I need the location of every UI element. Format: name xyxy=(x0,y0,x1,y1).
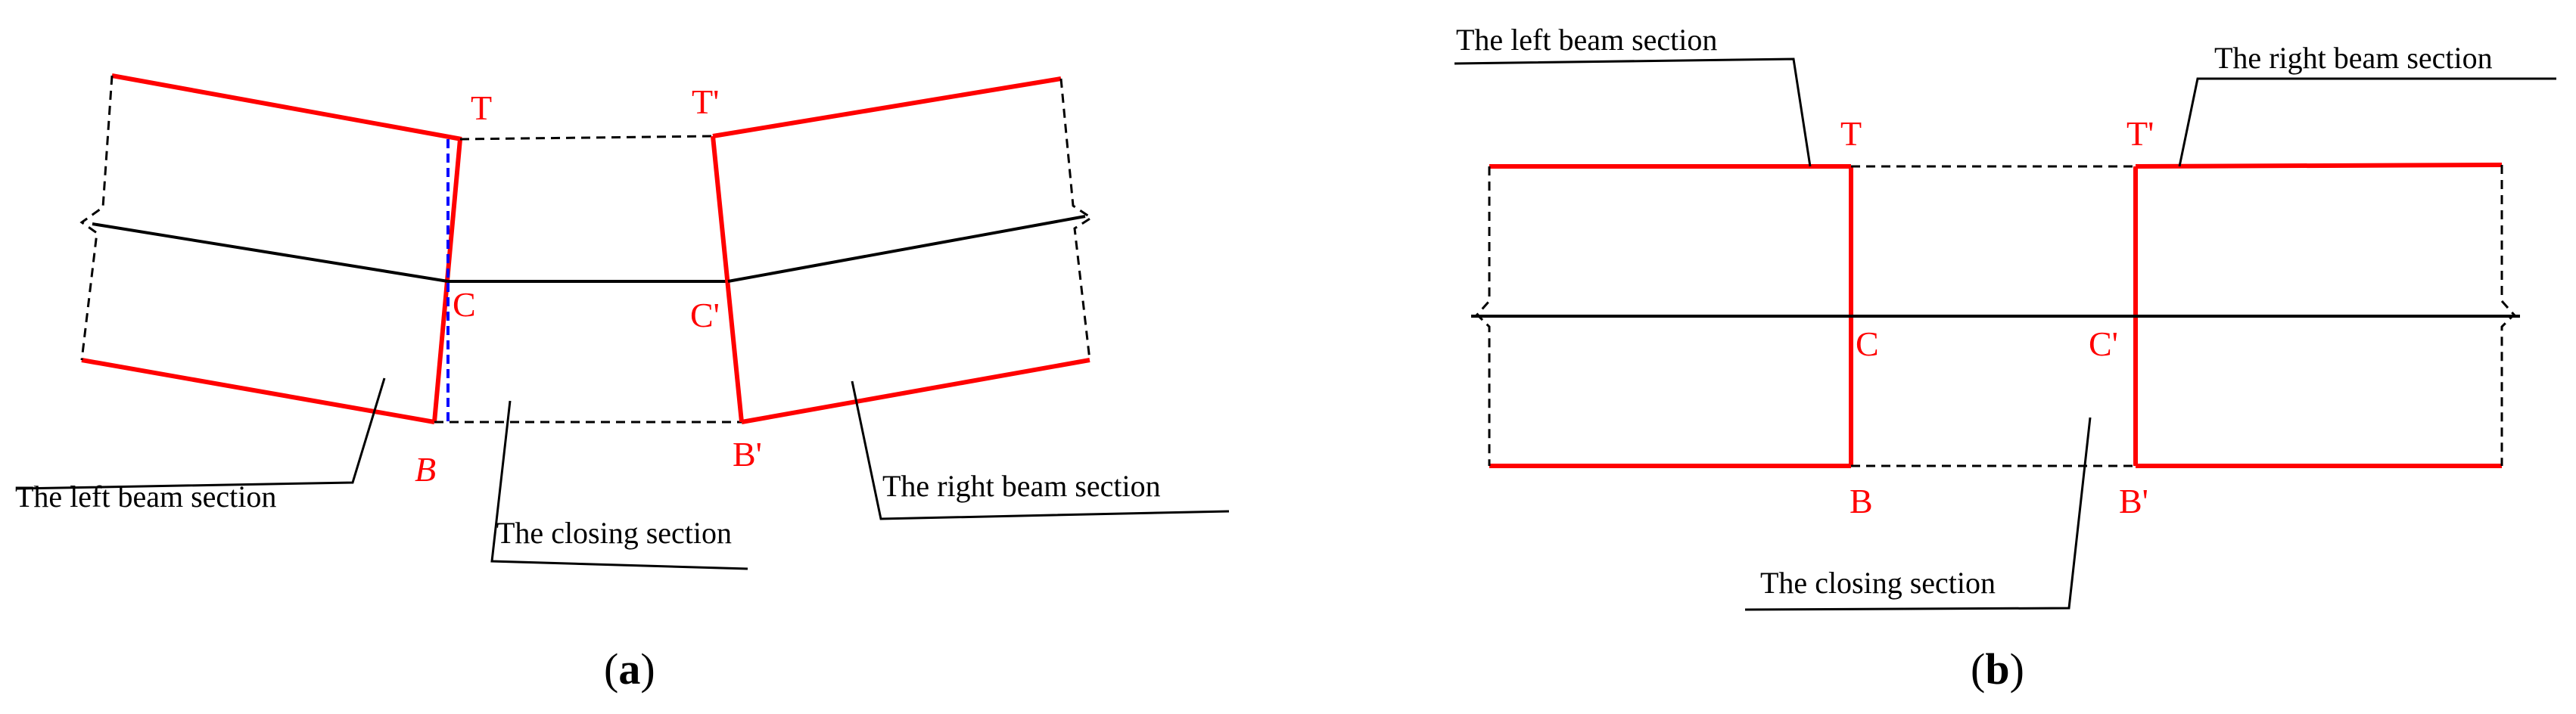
b-point-B-prime: B' xyxy=(2119,482,2148,520)
b-caption: (b) xyxy=(1971,644,2024,694)
b-right-beam-top-edge xyxy=(2135,163,2503,169)
a-left-beam-top-edge xyxy=(111,73,462,141)
b-caption-letter: b xyxy=(1985,644,2009,694)
a-right-beam-top-edge xyxy=(712,76,1062,138)
b-right-beam-leader xyxy=(2178,77,2556,167)
a-left-beam-bottom-edge xyxy=(81,358,435,424)
a-right-section-face xyxy=(711,135,744,423)
a-point-T: T xyxy=(471,88,492,127)
a-point-T-prime: T' xyxy=(692,82,719,121)
b-point-C: C xyxy=(1856,324,1879,363)
a-caption-letter: a xyxy=(618,644,640,694)
a-right-beam-break-end xyxy=(1059,78,1094,361)
a-point-B: B xyxy=(415,450,436,489)
a-caption: (a) xyxy=(604,644,655,694)
a-closing-leader xyxy=(490,400,748,570)
a-left-beam-label: The left beam section xyxy=(15,480,276,514)
a-left-beam-centreline xyxy=(92,222,449,283)
b-point-T: T xyxy=(1840,114,1862,153)
b-closing-label: The closing section xyxy=(1760,566,1996,600)
a-right-beam-leader xyxy=(851,380,1230,520)
b-left-beam-leader xyxy=(1454,57,1812,167)
b-right-beam-label: The right beam section xyxy=(2214,41,2493,75)
a-left-beam-break-end xyxy=(79,75,114,361)
b-point-C-prime: C' xyxy=(2089,324,2118,363)
diagram-b xyxy=(1454,57,2556,611)
diagram-a xyxy=(16,73,1230,570)
b-left-beam-label: The left beam section xyxy=(1456,23,1717,57)
a-closing-top-dashed xyxy=(459,135,714,141)
a-point-B-prime: B' xyxy=(733,435,762,473)
a-point-C: C xyxy=(453,285,476,324)
a-point-C-prime: C' xyxy=(690,296,720,334)
b-closing-leader xyxy=(1744,417,2092,611)
a-right-beam-label: The right beam section xyxy=(882,469,1161,503)
a-closing-label: The closing section xyxy=(496,516,732,550)
a-right-beam-centreline xyxy=(727,215,1086,283)
b-point-B: B xyxy=(1850,482,1873,520)
a-right-beam-bottom-edge xyxy=(741,358,1090,424)
b-point-T-prime: T' xyxy=(2126,114,2154,153)
a-left-beam-leader xyxy=(16,377,386,490)
